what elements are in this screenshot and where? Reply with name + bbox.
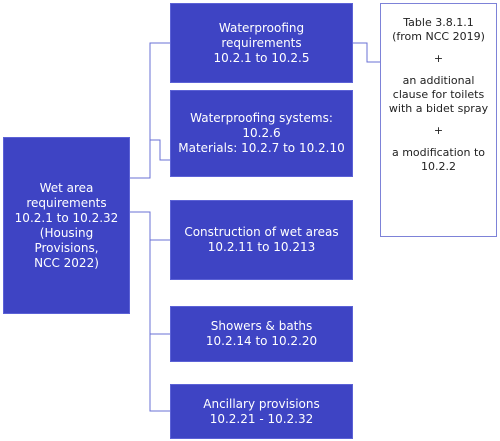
note-plus: + [433,52,444,65]
connector-root-systems [150,139,170,161]
note-box: Table 3.8.1.1 (from NCC 2019) + an addit… [380,3,497,237]
root-box: Wet area requirements 10.2.1 to 10.2.32 … [3,137,130,314]
branch-construction-wet-areas: Construction of wet areas 10.2.11 to 10.… [170,200,353,280]
branch-label: Ancillary provisions 10.2.21 - 10.2.32 [203,396,320,426]
connector-root-lower [130,211,170,412]
note-line-table: Table 3.8.1.1 (from NCC 2019) [392,16,485,43]
note-plus: + [433,124,444,137]
branch-label: Waterproofing systems: 10.2.6 Materials:… [178,111,345,155]
connector-root-upper [130,42,170,179]
note-line-modification: a modification to 10.2.2 [391,146,486,173]
branch-label: Waterproofing requirements 10.2.1 to 10.… [213,20,310,65]
connector-note [353,42,380,63]
branch-showers-baths: Showers & baths 10.2.14 to 10.2.20 [170,306,353,362]
branch-label: Showers & baths 10.2.14 to 10.2.20 [205,319,318,348]
branch-waterproofing-systems: Waterproofing systems: 10.2.6 Materials:… [170,90,353,177]
branch-waterproofing-requirements: Waterproofing requirements 10.2.1 to 10.… [170,3,353,83]
note-line-bidet: an additional clause for toilets with a … [388,74,489,115]
branch-ancillary-provisions: Ancillary provisions 10.2.21 - 10.2.32 [170,384,353,439]
branch-label: Construction of wet areas 10.2.11 to 10.… [184,225,339,254]
root-label: Wet area requirements 10.2.1 to 10.2.32 … [14,180,119,270]
